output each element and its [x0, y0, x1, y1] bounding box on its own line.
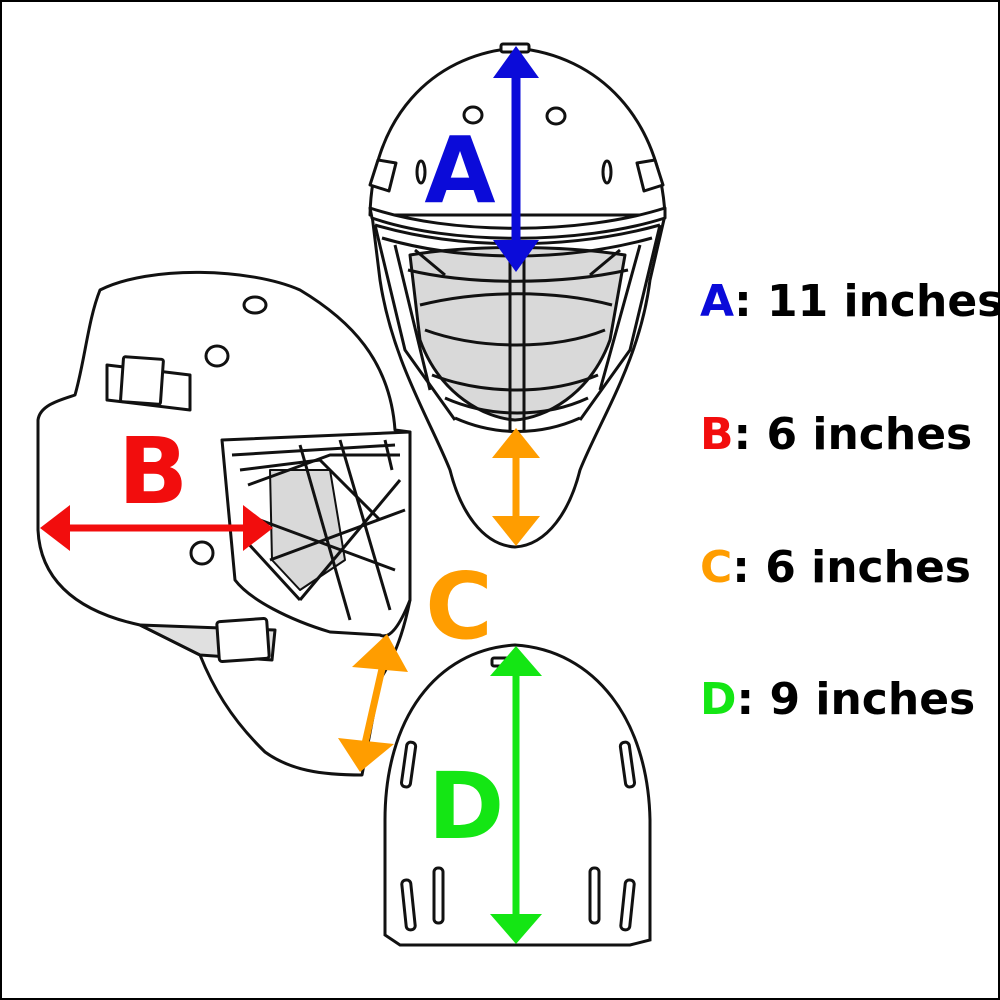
front-clip-left	[368, 158, 398, 193]
front-clip-right	[635, 158, 665, 193]
side-vent-3	[189, 540, 215, 566]
legend-item-a: A: 11 inches	[700, 280, 1000, 324]
side-vent-2	[204, 344, 230, 368]
side-view-mask	[36, 270, 412, 777]
legend-item-c: C: 6 inches	[700, 546, 990, 590]
front-vent-left	[462, 105, 484, 125]
arrow-c-diagonal	[338, 634, 408, 772]
back-plate-slots	[399, 740, 637, 932]
label-c: C	[425, 553, 493, 660]
legend-text-d: : 9 inches	[736, 674, 976, 725]
legend-text-a: : 11 inches	[734, 276, 1000, 327]
legend-item-d: D: 9 inches	[700, 678, 990, 722]
side-buckle-top	[119, 355, 165, 406]
label-a: A	[424, 117, 495, 224]
legend-text-c: : 6 inches	[732, 542, 971, 593]
legend-key-b: B	[700, 409, 734, 460]
arrow-b	[40, 505, 273, 551]
front-vent-right	[545, 106, 567, 126]
legend-text-b: : 6 inches	[733, 409, 973, 460]
legend-key-d: D	[700, 674, 737, 725]
side-buckle-bottom	[215, 617, 271, 663]
front-vent-side-right	[601, 159, 613, 185]
arrow-a	[493, 46, 539, 272]
legend-key-c: C	[700, 542, 733, 593]
legend-key-a: A	[700, 276, 735, 327]
legend-item-b: B: 6 inches	[700, 413, 990, 457]
front-brim	[368, 206, 667, 240]
label-d: D	[428, 753, 504, 860]
arrow-d	[490, 646, 542, 944]
arrow-c-vertical	[492, 428, 540, 546]
front-vent-side-left	[415, 159, 427, 185]
label-b: B	[118, 418, 188, 525]
side-vent-1	[242, 295, 268, 315]
